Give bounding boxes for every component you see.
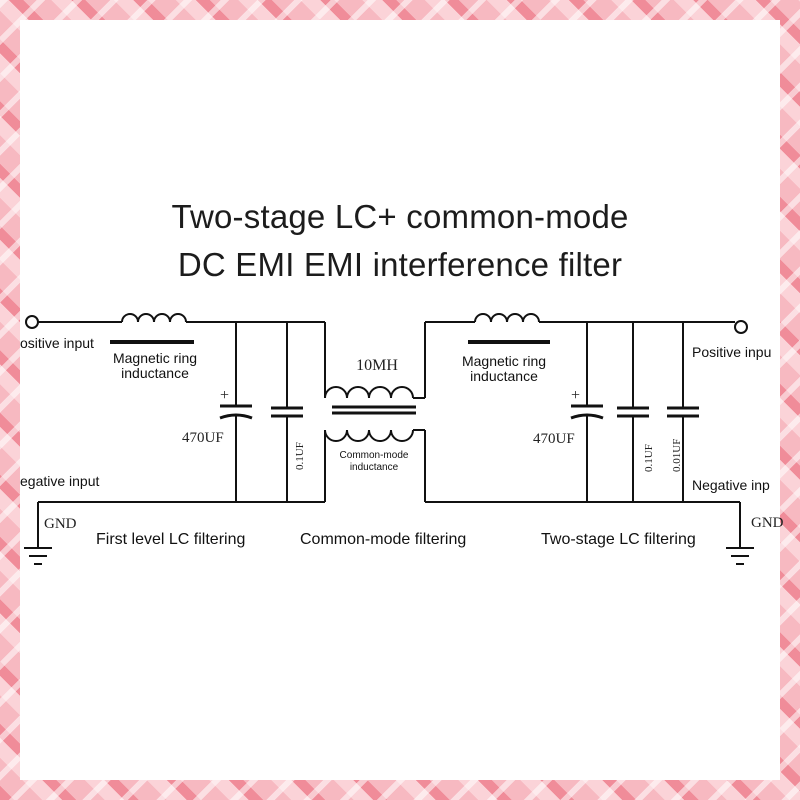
- cm-inductance-label-1: Common-mode: [340, 450, 409, 461]
- title-line-1: Two-stage LC+ common-mode: [171, 198, 629, 235]
- cm-inductance-label-2: inductance: [350, 462, 399, 473]
- positive-terminal-left: [25, 315, 39, 329]
- negative-input-left-label: egative input: [20, 473, 100, 489]
- gnd-right-label: GND: [751, 515, 784, 531]
- inductor-coil-left: [121, 313, 187, 323]
- positive-input-left-label: ositive input: [20, 335, 94, 351]
- gnd-left-label: GND: [44, 516, 77, 532]
- section-first-label: First level LC filtering: [96, 531, 245, 548]
- cap-470uf-left-label: 470UF: [182, 430, 224, 446]
- positive-terminal-right: [734, 320, 748, 334]
- section-second-label: Two-stage LC filtering: [541, 531, 696, 548]
- magnetic-ring-left-label-1: Magnetic ring: [113, 350, 197, 366]
- section-common-label: Common-mode filtering: [300, 531, 466, 548]
- cm-inductor-value-label: 10MH: [356, 357, 398, 374]
- magnetic-ring-right-label-1: Magnetic ring: [462, 353, 546, 369]
- cap-001uf-right-label: 0.01UF: [671, 439, 683, 472]
- cm-coil-bottom: [324, 429, 414, 442]
- negative-input-right-label: Negative inp: [692, 477, 770, 493]
- plus-mark-right: +: [571, 387, 580, 404]
- magnetic-ring-left-label-2: inductance: [121, 365, 189, 381]
- positive-input-right-label: Positive inpu: [692, 344, 771, 360]
- inductor-coil-right: [474, 313, 540, 323]
- title-line-2: DC EMI EMI interference filter: [177, 246, 623, 283]
- plus-mark-left: +: [220, 387, 229, 404]
- cap-470uf-right-label: 470UF: [533, 431, 575, 447]
- cap-01uf-left-label: 0.1UF: [294, 442, 306, 470]
- cap-01uf-right-label: 0.1UF: [643, 444, 655, 472]
- magnetic-ring-right-label-2: inductance: [470, 368, 538, 384]
- cm-coil-top: [324, 386, 414, 399]
- diagram-panel: [20, 20, 780, 780]
